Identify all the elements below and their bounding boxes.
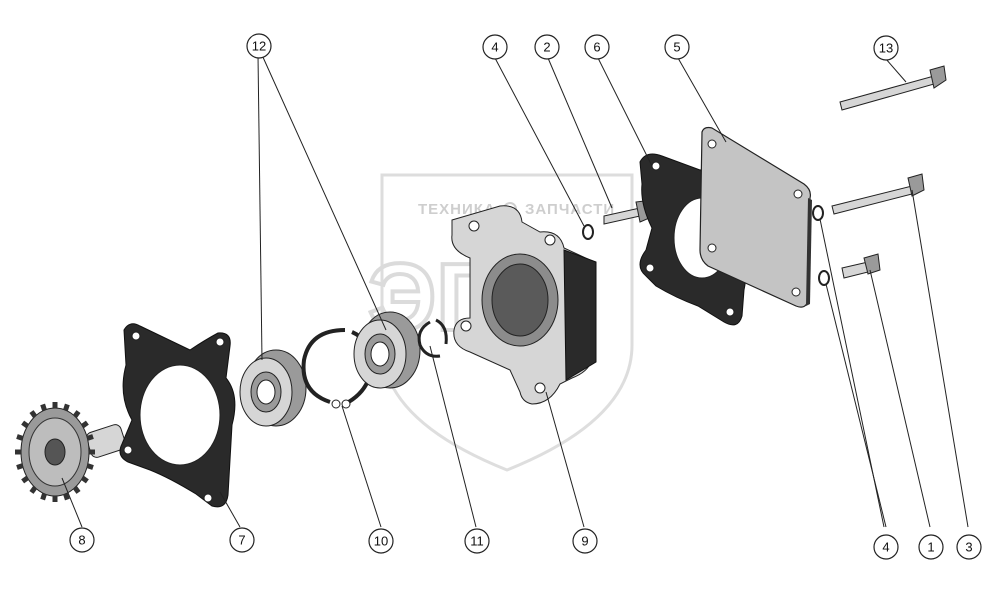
- gear-tooth: [63, 493, 70, 501]
- leader-2: [547, 57, 613, 209]
- watermark-text-right: ЗАПЧАСТИ: [525, 201, 615, 218]
- callout-4-top-label: 4: [491, 40, 498, 55]
- part-4-washers-right: [812, 205, 830, 286]
- callout-5-label: 5: [673, 40, 680, 55]
- callout-8: 8: [69, 527, 95, 553]
- callout-5: 5: [664, 34, 690, 60]
- callout-3: 3: [956, 534, 982, 560]
- callout-12: 12: [246, 33, 272, 59]
- part-8-gear: [15, 402, 127, 502]
- part-12-bearing-right: [353, 311, 421, 389]
- leader-5: [677, 57, 727, 143]
- callout-6: 6: [584, 34, 610, 60]
- leader-lines: [61, 54, 969, 528]
- part-13-long-bolt: [839, 65, 947, 111]
- gear-tooth: [29, 410, 38, 418]
- gear-tooth: [72, 410, 81, 418]
- callout-10: 10: [368, 528, 394, 554]
- gear-tooth: [81, 475, 89, 484]
- leader-4-right-b: [825, 283, 887, 528]
- callout-7-label: 7: [238, 533, 245, 548]
- leader-7: [219, 491, 241, 528]
- callout-8-label: 8: [78, 533, 85, 548]
- gear-tooth: [21, 475, 29, 484]
- callout-3-label: 3: [965, 540, 972, 555]
- callout-4-right-label: 4: [882, 540, 889, 555]
- callout-7: 7: [229, 527, 255, 553]
- part-1-short-bolt: [841, 253, 881, 279]
- gear-tooth: [21, 420, 29, 429]
- leader-3: [911, 189, 969, 528]
- part-9-housing: [451, 205, 597, 405]
- callout-10-label: 10: [374, 534, 388, 549]
- leader-12-right: [261, 54, 387, 331]
- leader-8: [61, 477, 83, 528]
- callout-2: 2: [534, 34, 560, 60]
- callout-11-label: 11: [470, 534, 484, 549]
- gear-tooth: [29, 486, 38, 494]
- leader-11: [429, 345, 477, 528]
- part-5-cover-plate: [699, 126, 812, 308]
- leader-6: [597, 57, 653, 167]
- leader-4-top: [494, 57, 585, 227]
- leader-1: [869, 269, 931, 528]
- callout-9-label: 9: [581, 534, 588, 549]
- gear-tooth: [16, 463, 24, 470]
- callout-4-top: 4: [482, 34, 508, 60]
- part-3-long-bolt: [831, 173, 925, 215]
- gear-tooth: [16, 434, 24, 441]
- callout-1: 1: [918, 534, 944, 560]
- leader-13: [885, 58, 907, 83]
- callout-2-label: 2: [543, 40, 550, 55]
- leader-10: [341, 405, 382, 528]
- callout-6-label: 6: [593, 40, 600, 55]
- part-4-washer-top: [582, 224, 594, 240]
- gear-tooth: [86, 434, 94, 441]
- gear-tooth: [63, 403, 70, 411]
- callout-11: 11: [464, 528, 490, 554]
- part-12-bearing-left: [239, 349, 307, 427]
- gear-tooth: [81, 420, 89, 429]
- callout-13-label: 13: [879, 41, 893, 56]
- callout-13: 13: [873, 35, 899, 61]
- callout-12-label: 12: [252, 39, 266, 54]
- gear-tooth: [72, 486, 81, 494]
- callout-1-label: 1: [927, 540, 934, 555]
- callout-9: 9: [572, 528, 598, 554]
- part-7-gasket: [119, 323, 236, 508]
- gear-tooth: [40, 493, 47, 501]
- leader-9: [545, 391, 585, 528]
- gear-tooth: [40, 403, 47, 411]
- leader-12-left: [257, 54, 263, 361]
- gear-tooth: [86, 463, 94, 470]
- callout-4-right: 4: [873, 534, 899, 560]
